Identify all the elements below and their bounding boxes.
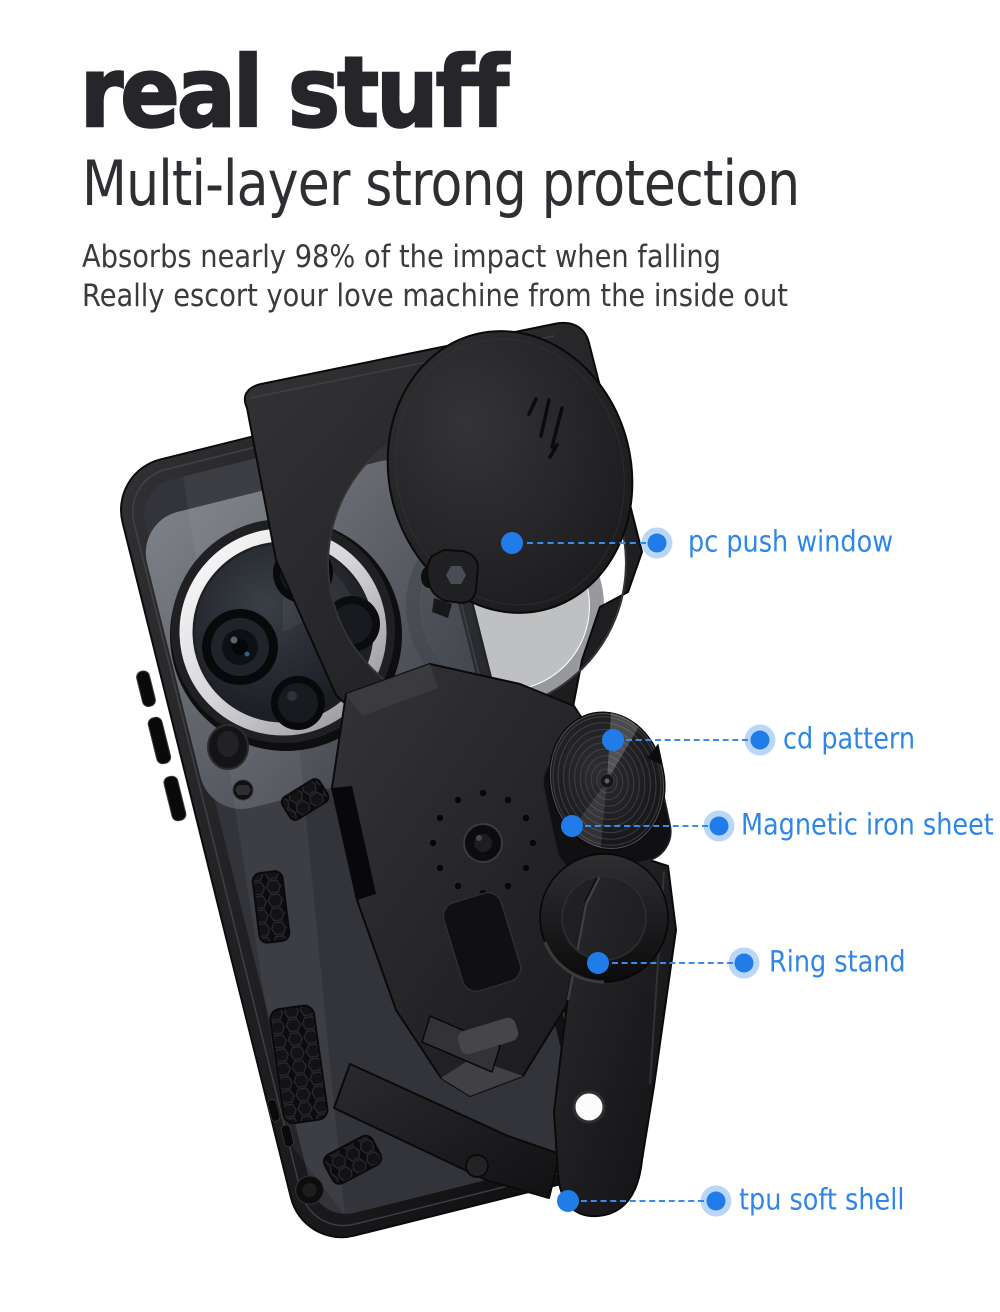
leader-line — [626, 739, 748, 741]
kickstand-foot — [457, 1017, 519, 1055]
kickstand-recess — [442, 891, 522, 993]
marker-dot-icon — [602, 729, 624, 751]
leader-line — [581, 1200, 704, 1202]
label-dot-icon — [709, 816, 729, 836]
callout-label: pc push window — [688, 524, 894, 559]
description-line-1: Absorbs nearly 98% of the impact when fa… — [82, 239, 721, 275]
frame-bottom-bar — [333, 1063, 561, 1199]
camera-lens-main — [202, 609, 278, 685]
label-dot-icon — [750, 730, 770, 750]
label-dot-icon — [734, 953, 754, 973]
page-subtitle: Multi-layer strong protection — [82, 147, 800, 220]
cover-hinge-tab — [421, 548, 480, 618]
marker-dot-icon — [557, 1190, 579, 1212]
cover-grip-slashes — [527, 397, 564, 459]
label-dot-icon — [706, 1191, 726, 1211]
leader-line — [585, 825, 708, 827]
case-side-buttons — [136, 670, 187, 822]
camera-lens-bottom — [271, 676, 325, 730]
screw-dot-ring — [429, 789, 537, 897]
page-title: real stuff — [79, 36, 510, 149]
leg-lanyard-hole — [572, 1090, 606, 1124]
label-dot-icon — [647, 533, 667, 553]
marker-dot-icon — [561, 815, 583, 837]
marker-dot-icon — [587, 952, 609, 974]
callout-label: tpu soft shell — [739, 1182, 905, 1217]
callout-label: Ring stand — [769, 944, 906, 979]
description: Absorbs nearly 98% of the impact when fa… — [82, 238, 788, 316]
callout-label: Magnetic iron sheet — [741, 807, 994, 842]
leader-line — [612, 962, 733, 964]
leader-line — [527, 542, 646, 544]
flash-and-screw — [207, 724, 254, 801]
callout-label: cd pattern — [783, 721, 916, 756]
description-line-2: Really escort your love machine from the… — [82, 278, 788, 314]
case-bottom-ports — [267, 1099, 325, 1205]
marker-dot-icon — [501, 532, 523, 554]
ring-stand — [539, 853, 669, 984]
